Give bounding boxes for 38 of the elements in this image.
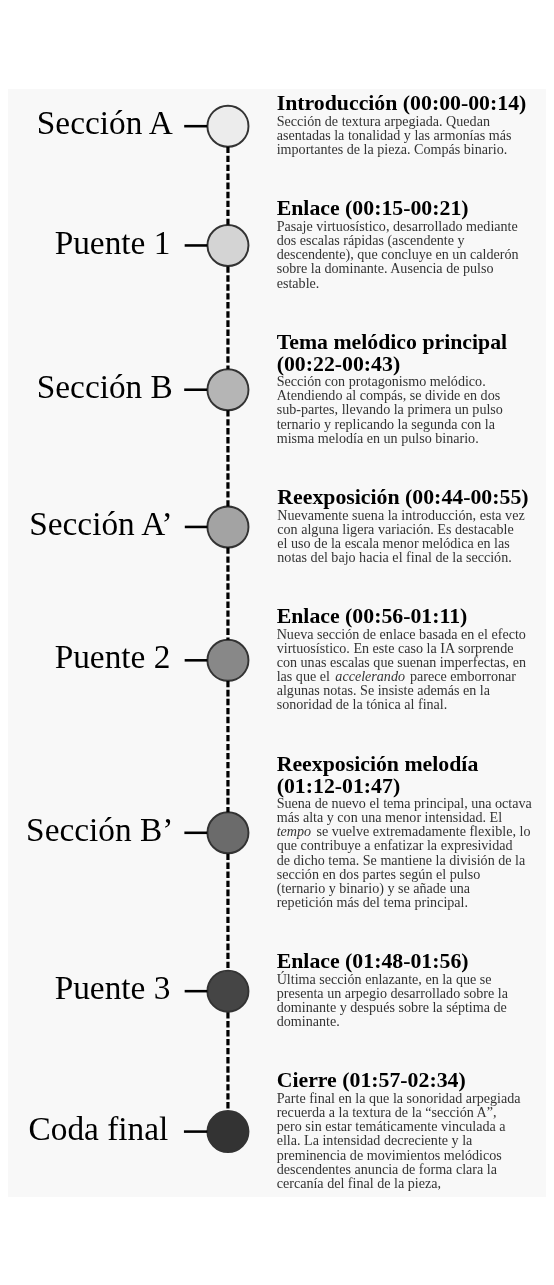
node-label: Introducción (00:00-00:14) bbox=[276, 90, 527, 115]
connector bbox=[183, 1129, 208, 1133]
node-text: Sección B bbox=[36, 367, 173, 405]
node-circle bbox=[206, 104, 250, 148]
connector bbox=[226, 409, 230, 506]
node-text: Puente 1 bbox=[54, 223, 171, 261]
node-text: Sección B’ bbox=[26, 810, 174, 848]
node-circle bbox=[206, 223, 250, 267]
node-label: Enlace (00:15-00:21) bbox=[276, 195, 469, 220]
node-circle bbox=[206, 969, 250, 1013]
node-text: Puente 3 bbox=[54, 968, 171, 1006]
node-circle bbox=[206, 1109, 250, 1153]
connector bbox=[184, 124, 208, 127]
node-label: Reexposición (00:44-00:55) bbox=[277, 484, 529, 509]
connector bbox=[184, 989, 208, 992]
connector bbox=[184, 658, 208, 662]
node-text: Sección A bbox=[36, 103, 173, 141]
node-circle bbox=[206, 638, 250, 682]
node-text: Coda final bbox=[28, 1109, 169, 1147]
connector bbox=[184, 387, 208, 391]
connector bbox=[226, 146, 230, 225]
node-label: Reexposición melodía (01:12-01:47) bbox=[276, 751, 479, 798]
connector bbox=[226, 853, 230, 970]
connector bbox=[226, 547, 230, 640]
node-circle bbox=[206, 504, 250, 548]
node-circle bbox=[206, 367, 250, 411]
connector bbox=[184, 525, 208, 528]
node-text: Sección A’ bbox=[29, 504, 173, 542]
connector bbox=[226, 265, 230, 369]
node-label: Enlace (00:56-01:11) bbox=[276, 603, 468, 628]
node-label: Cierre (01:57-02:34) bbox=[276, 1067, 466, 1092]
connector bbox=[226, 1011, 230, 1111]
node-label: Tema melódico principal (00:22-00:43) bbox=[276, 329, 508, 376]
node-text: Puente 2 bbox=[54, 637, 171, 675]
connector bbox=[184, 243, 208, 247]
connector bbox=[226, 680, 230, 812]
connector bbox=[184, 831, 208, 834]
node-circle bbox=[206, 810, 250, 854]
